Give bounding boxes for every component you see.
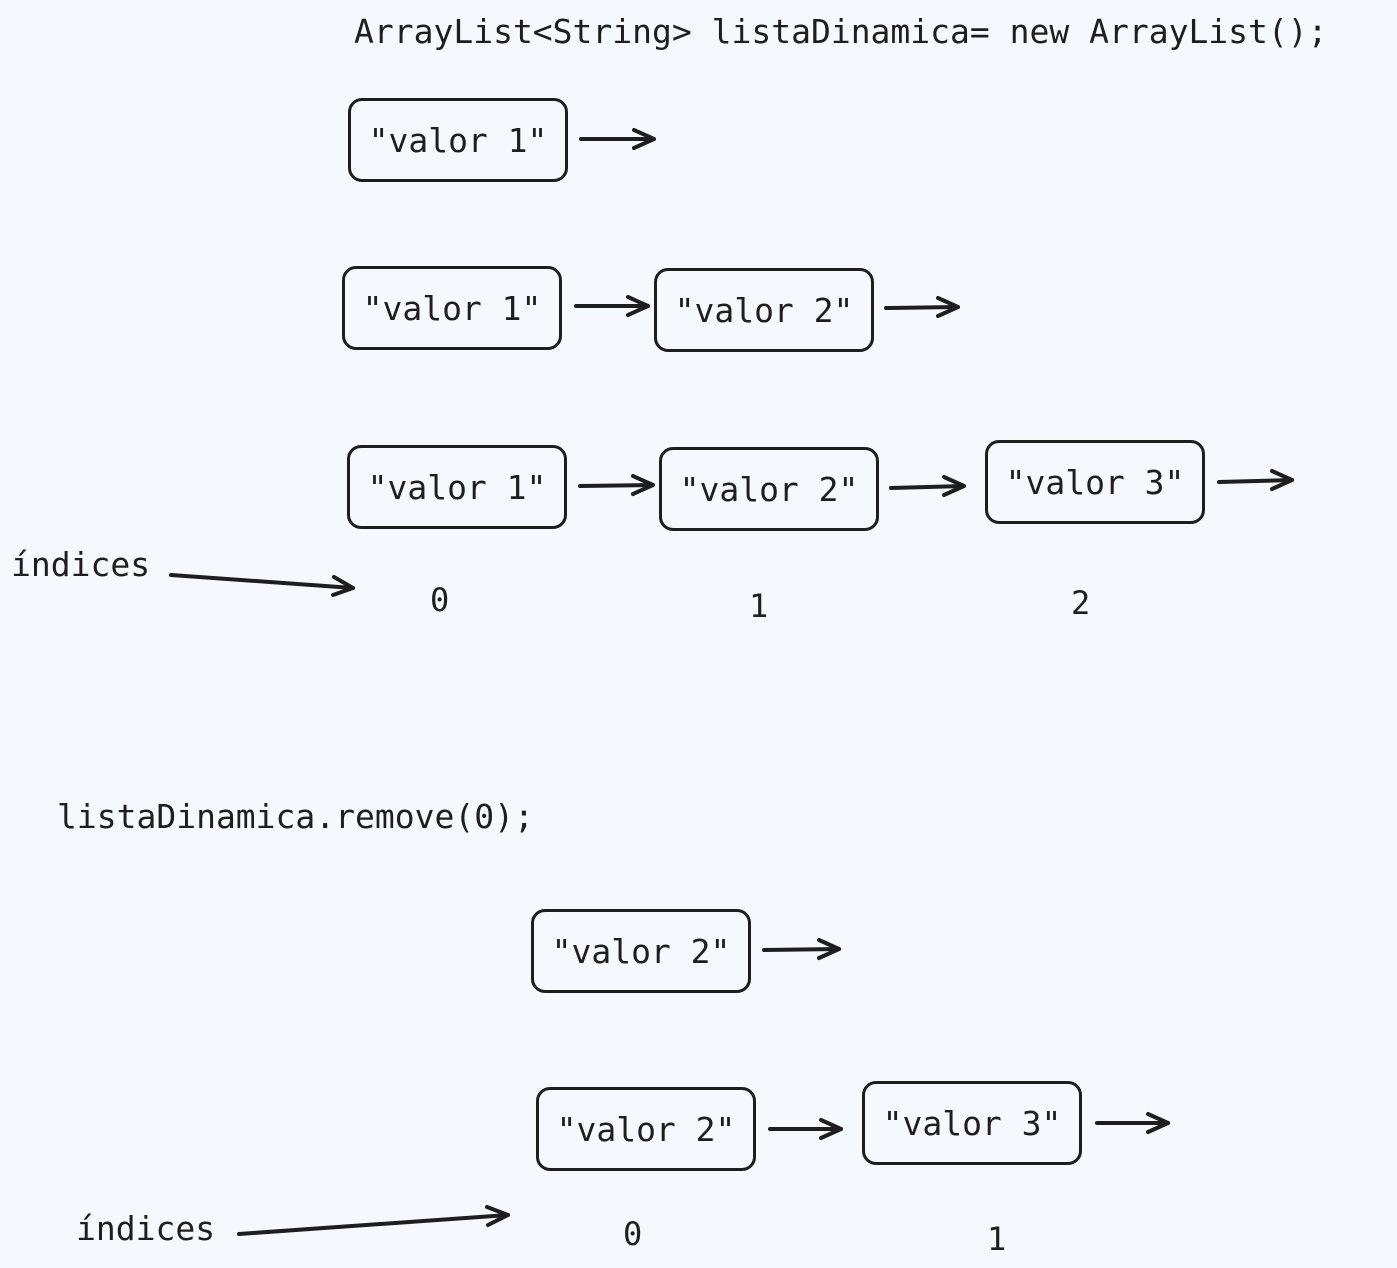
arrow-row2-link [574, 295, 650, 317]
index-0: 0 [430, 581, 450, 619]
arrow-indices-2 [237, 1205, 510, 1236]
list-node-valor-2: "valor 2" [531, 909, 751, 993]
arrow-row5-link [768, 1118, 843, 1140]
index-0: 0 [623, 1215, 643, 1253]
indices-label: índices [76, 1209, 216, 1248]
list-node-valor-1: "valor 1" [342, 266, 562, 350]
arrow-row1-tail [579, 128, 656, 150]
list-node-valor-3: "valor 3" [985, 440, 1205, 524]
code-declaration: ArrayList<String> listaDinamica= new Arr… [354, 12, 1328, 51]
arrow-indices-1 [169, 573, 355, 597]
indices-label: índices [11, 545, 151, 584]
list-node-valor-2: "valor 2" [536, 1087, 756, 1171]
index-2: 2 [1071, 584, 1091, 622]
arrow-row5-tail [1095, 1112, 1170, 1134]
code-remove-call: listaDinamica.remove(0); [57, 797, 534, 836]
arrow-row3-link-1 [578, 474, 655, 496]
index-1: 1 [987, 1220, 1007, 1258]
arrow-row3-tail [1217, 469, 1294, 491]
arrow-row2-tail [884, 296, 960, 318]
list-node-valor-1: "valor 1" [347, 445, 567, 529]
list-node-valor-2: "valor 2" [654, 268, 874, 352]
list-node-valor-1: "valor 1" [348, 98, 568, 182]
arrow-row4-tail [762, 938, 841, 960]
arrow-row3-link-2 [889, 475, 966, 497]
list-node-valor-3: "valor 3" [862, 1081, 1082, 1165]
index-1: 1 [749, 587, 769, 625]
list-node-valor-2: "valor 2" [659, 447, 879, 531]
